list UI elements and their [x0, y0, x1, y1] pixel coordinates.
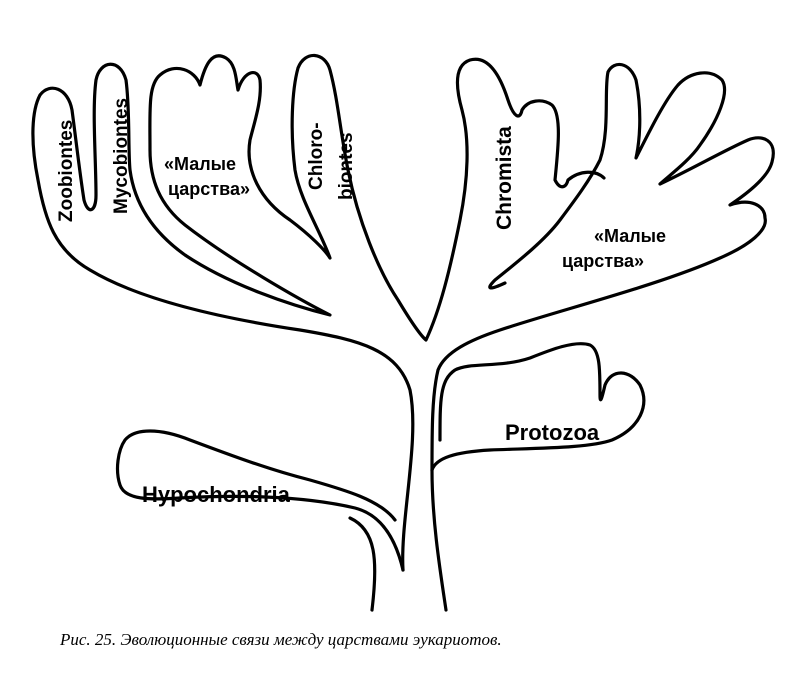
- tree-crown-right-outline: [430, 62, 775, 612]
- tree-crown-left-outline: [31, 53, 606, 612]
- label-small-kingdoms-right-1: «Малые: [594, 226, 666, 246]
- label-mycobiontes: Mycobiontes: [111, 98, 132, 214]
- hypochondria-branch-outline: [115, 429, 405, 572]
- label-small-kingdoms-right-2: царства»: [562, 251, 644, 271]
- label-small-kingdoms-left-2: царства»: [168, 179, 250, 199]
- figure-caption: Рис. 25. Эволюционные связи между царств…: [60, 630, 502, 649]
- label-small-kingdoms-left-1: «Малые: [164, 154, 236, 174]
- label-chromista: Chromista: [493, 126, 516, 230]
- label-protozoa: Protozoa: [505, 420, 600, 445]
- protozoa-branch-outline: [430, 342, 646, 472]
- label-zoobiontes: Zoobiontes: [56, 120, 77, 222]
- label-chlorobiontes-2: biontes: [336, 132, 357, 200]
- label-hypochondria: Hypochondria: [142, 482, 291, 507]
- label-chlorobiontes-1: Chloro-: [306, 122, 327, 190]
